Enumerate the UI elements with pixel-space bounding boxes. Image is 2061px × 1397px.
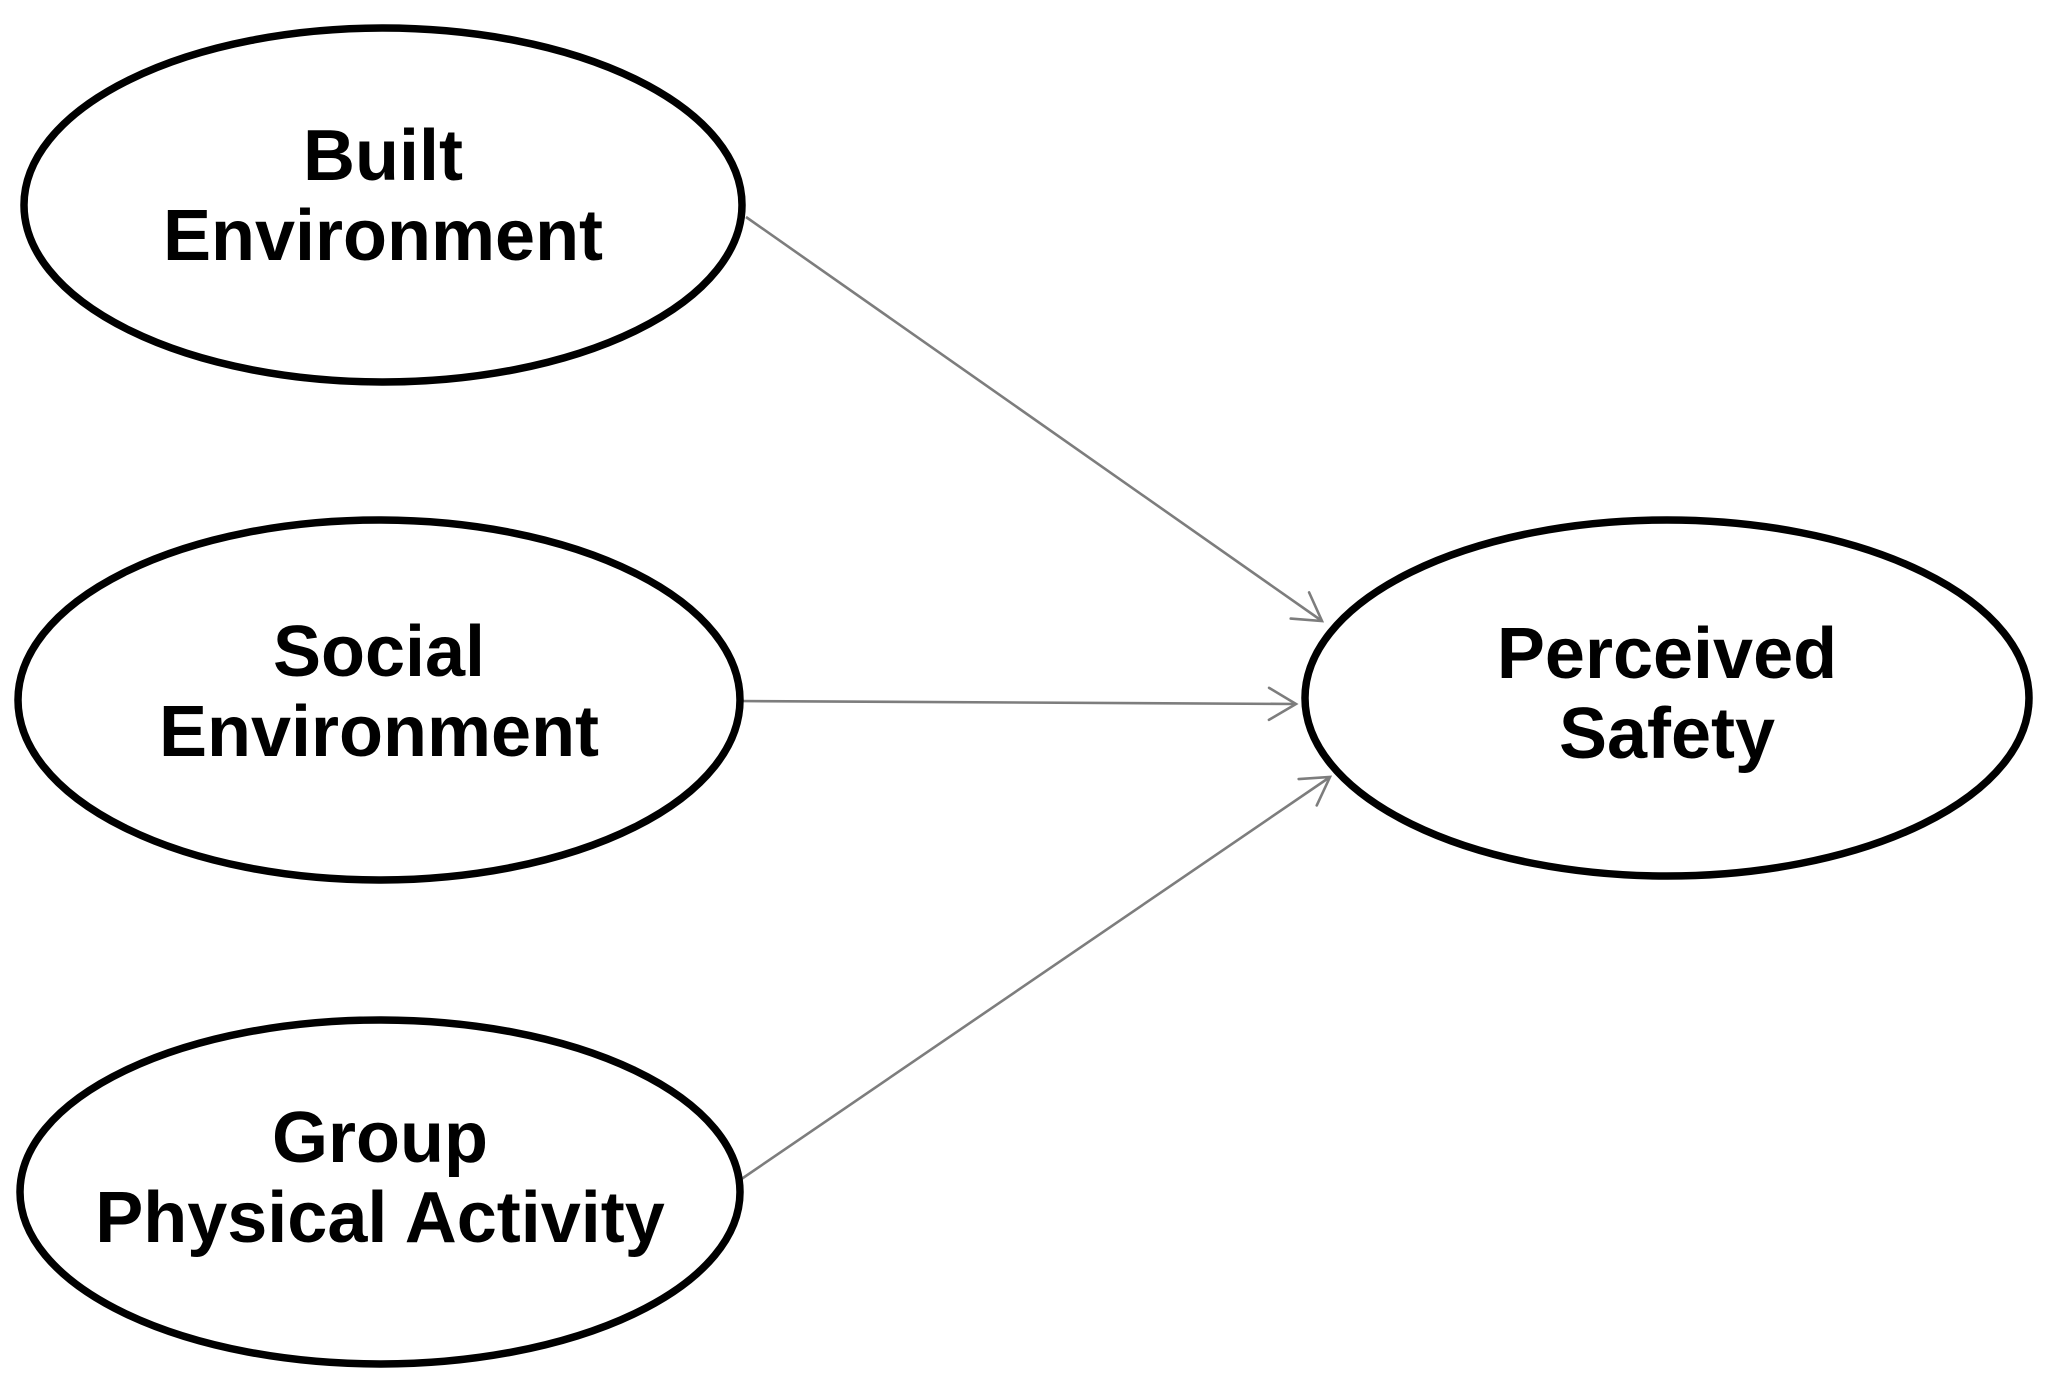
node-label-line: Social (272, 612, 486, 692)
group-physical-activity-ellipse (16, 1016, 744, 1368)
edge-built-environment-to-perceived-safety (745, 215, 1325, 623)
perceived-safety-ellipse (1301, 516, 2033, 880)
node-label-line: Safety (1558, 694, 1776, 774)
node-label-line: Built (303, 116, 463, 196)
node-label-line: Environment (158, 692, 600, 772)
node-label-line: Environment (162, 196, 604, 276)
built-environment-label: Built Environment (163, 116, 603, 276)
node-label-line: Perceived (1496, 614, 1838, 694)
edge-group-physical-activity-to-perceived-safety (739, 775, 1333, 1182)
node-label-line: Group (272, 1098, 488, 1178)
node-label-line: Physical Activity (95, 1178, 665, 1258)
perceived-safety-label: Perceived Safety (1497, 614, 1837, 774)
social-environment-label: Social Environment (159, 612, 599, 772)
built-environment-ellipse (20, 24, 746, 386)
social-environment-ellipse (14, 516, 744, 884)
group-physical-activity-label: Group Physical Activity (95, 1098, 665, 1258)
edge-social-environment-to-perceived-safety (735, 686, 1299, 722)
